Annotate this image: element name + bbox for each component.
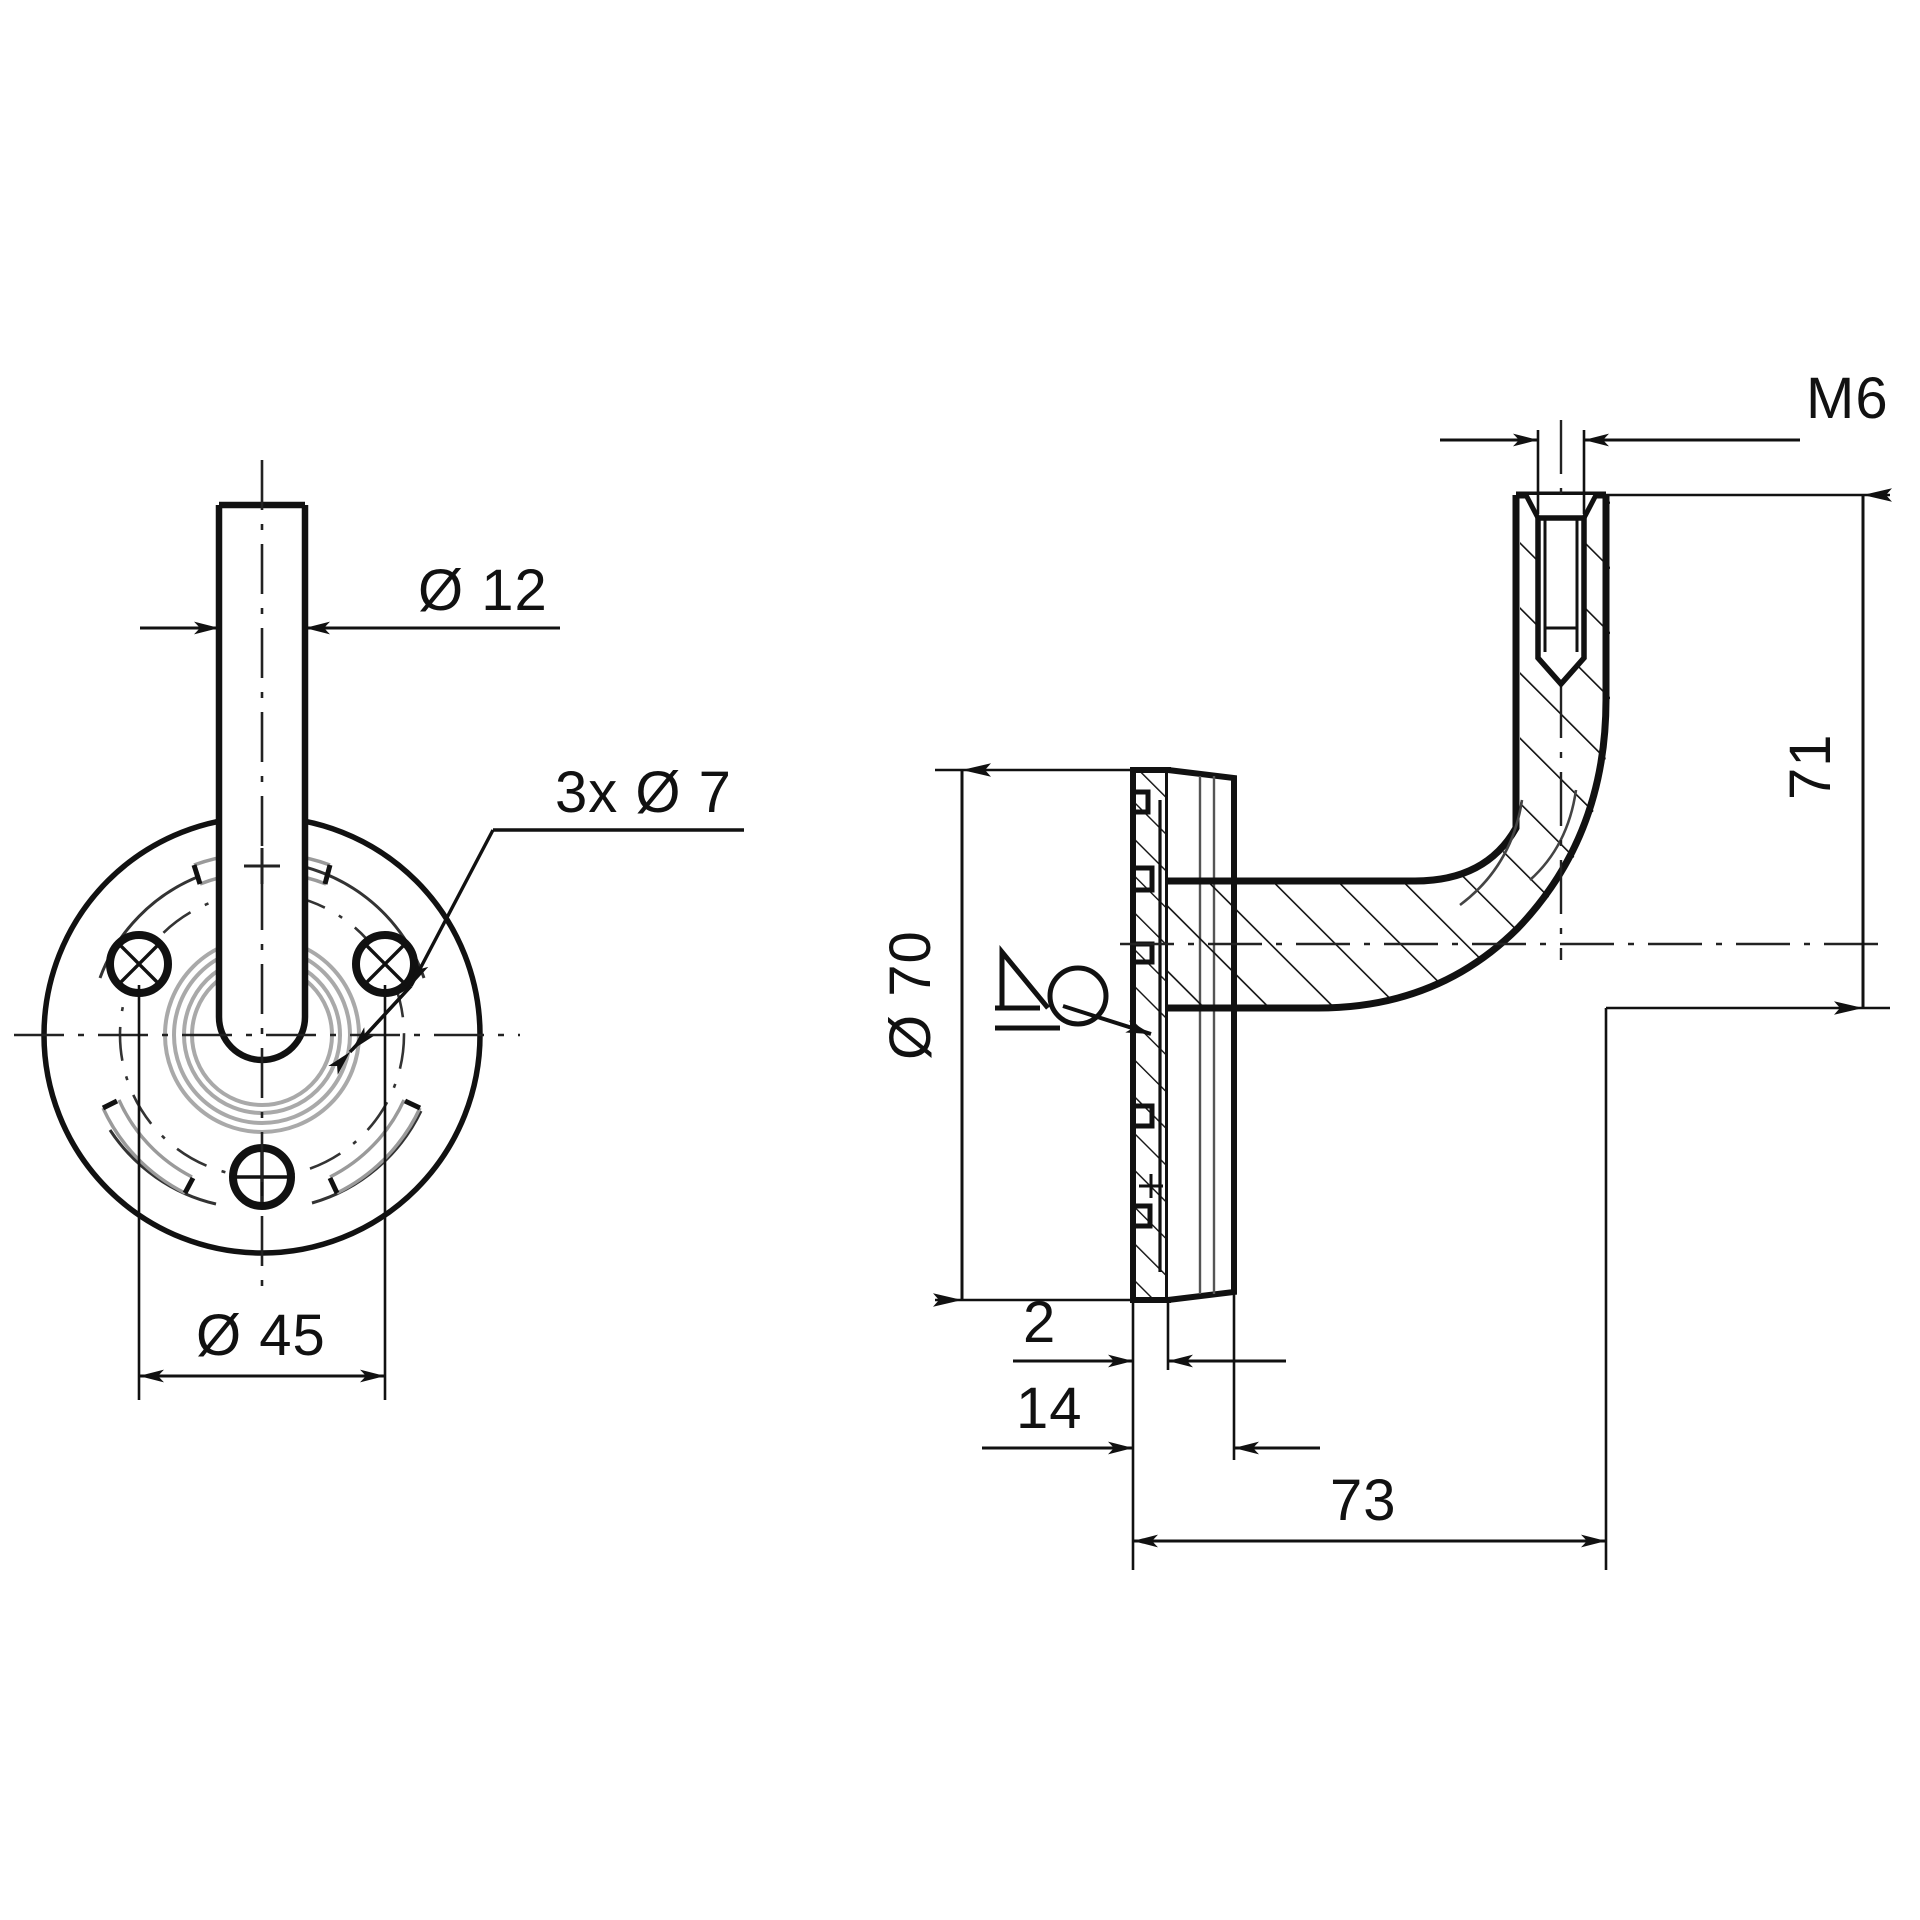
dimension-length-73: 73 (1131, 1008, 1608, 1570)
dimension-3x-dia-7: 3x Ø 7 (328, 760, 744, 1075)
dimension-dia-70-label: Ø 70 (878, 930, 943, 1060)
dimension-dia-45-label: Ø 45 (196, 1303, 326, 1368)
side-section-view: Ø 70 M6 71 2 (878, 366, 1892, 1570)
dimension-length-14: 14 (982, 1292, 1320, 1460)
m6-threaded-hole (1523, 493, 1599, 689)
dimension-dia-12-label: Ø 12 (418, 558, 548, 623)
dimension-thread-m6: M6 (1440, 366, 1889, 514)
dimension-length-14-label: 14 (1016, 1376, 1083, 1441)
dimension-dia-45: Ø 45 (137, 985, 387, 1400)
dimension-thread-m6-label: M6 (1806, 366, 1889, 431)
fixing-hole-left (106, 931, 172, 997)
dimension-length-73-label: 73 (1330, 1468, 1397, 1533)
dimension-3x-dia-7-label: 3x Ø 7 (555, 760, 732, 825)
fixing-hole-right (352, 931, 418, 997)
front-view: Ø 12 3x Ø 7 Ø 45 (14, 460, 744, 1400)
dimension-thickness-2: 2 (1013, 1290, 1286, 1370)
front-centre-cross (244, 848, 280, 884)
dimension-height-71-label: 71 (1778, 733, 1843, 800)
front-relief-slot-ends (101, 864, 422, 1195)
dimension-height-71: 71 (1606, 488, 1892, 1015)
dimension-dia-70: Ø 70 (878, 763, 1140, 1307)
surface-finish-circle-icon (1047, 965, 1109, 1027)
dimension-dia-12: Ø 12 (140, 558, 560, 635)
surface-finish-symbol (995, 945, 1152, 1036)
wall-plate-centre-mark (1139, 1174, 1163, 1198)
dimension-thickness-2-label: 2 (1023, 1290, 1056, 1355)
bracket-arm-section (1120, 420, 1880, 1012)
